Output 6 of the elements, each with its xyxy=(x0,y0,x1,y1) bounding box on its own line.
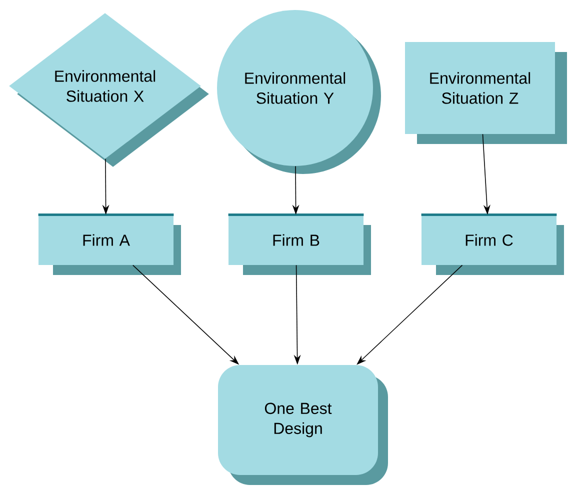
circle-node: Environmental Situation Y xyxy=(217,10,381,174)
process-box: Environmental Situation Z xyxy=(405,42,567,144)
rounded-box: One Best Design xyxy=(218,364,388,485)
process-box: Firm A xyxy=(38,214,181,275)
process-box: Firm C xyxy=(421,214,564,275)
process-box: Firm B xyxy=(228,214,371,275)
